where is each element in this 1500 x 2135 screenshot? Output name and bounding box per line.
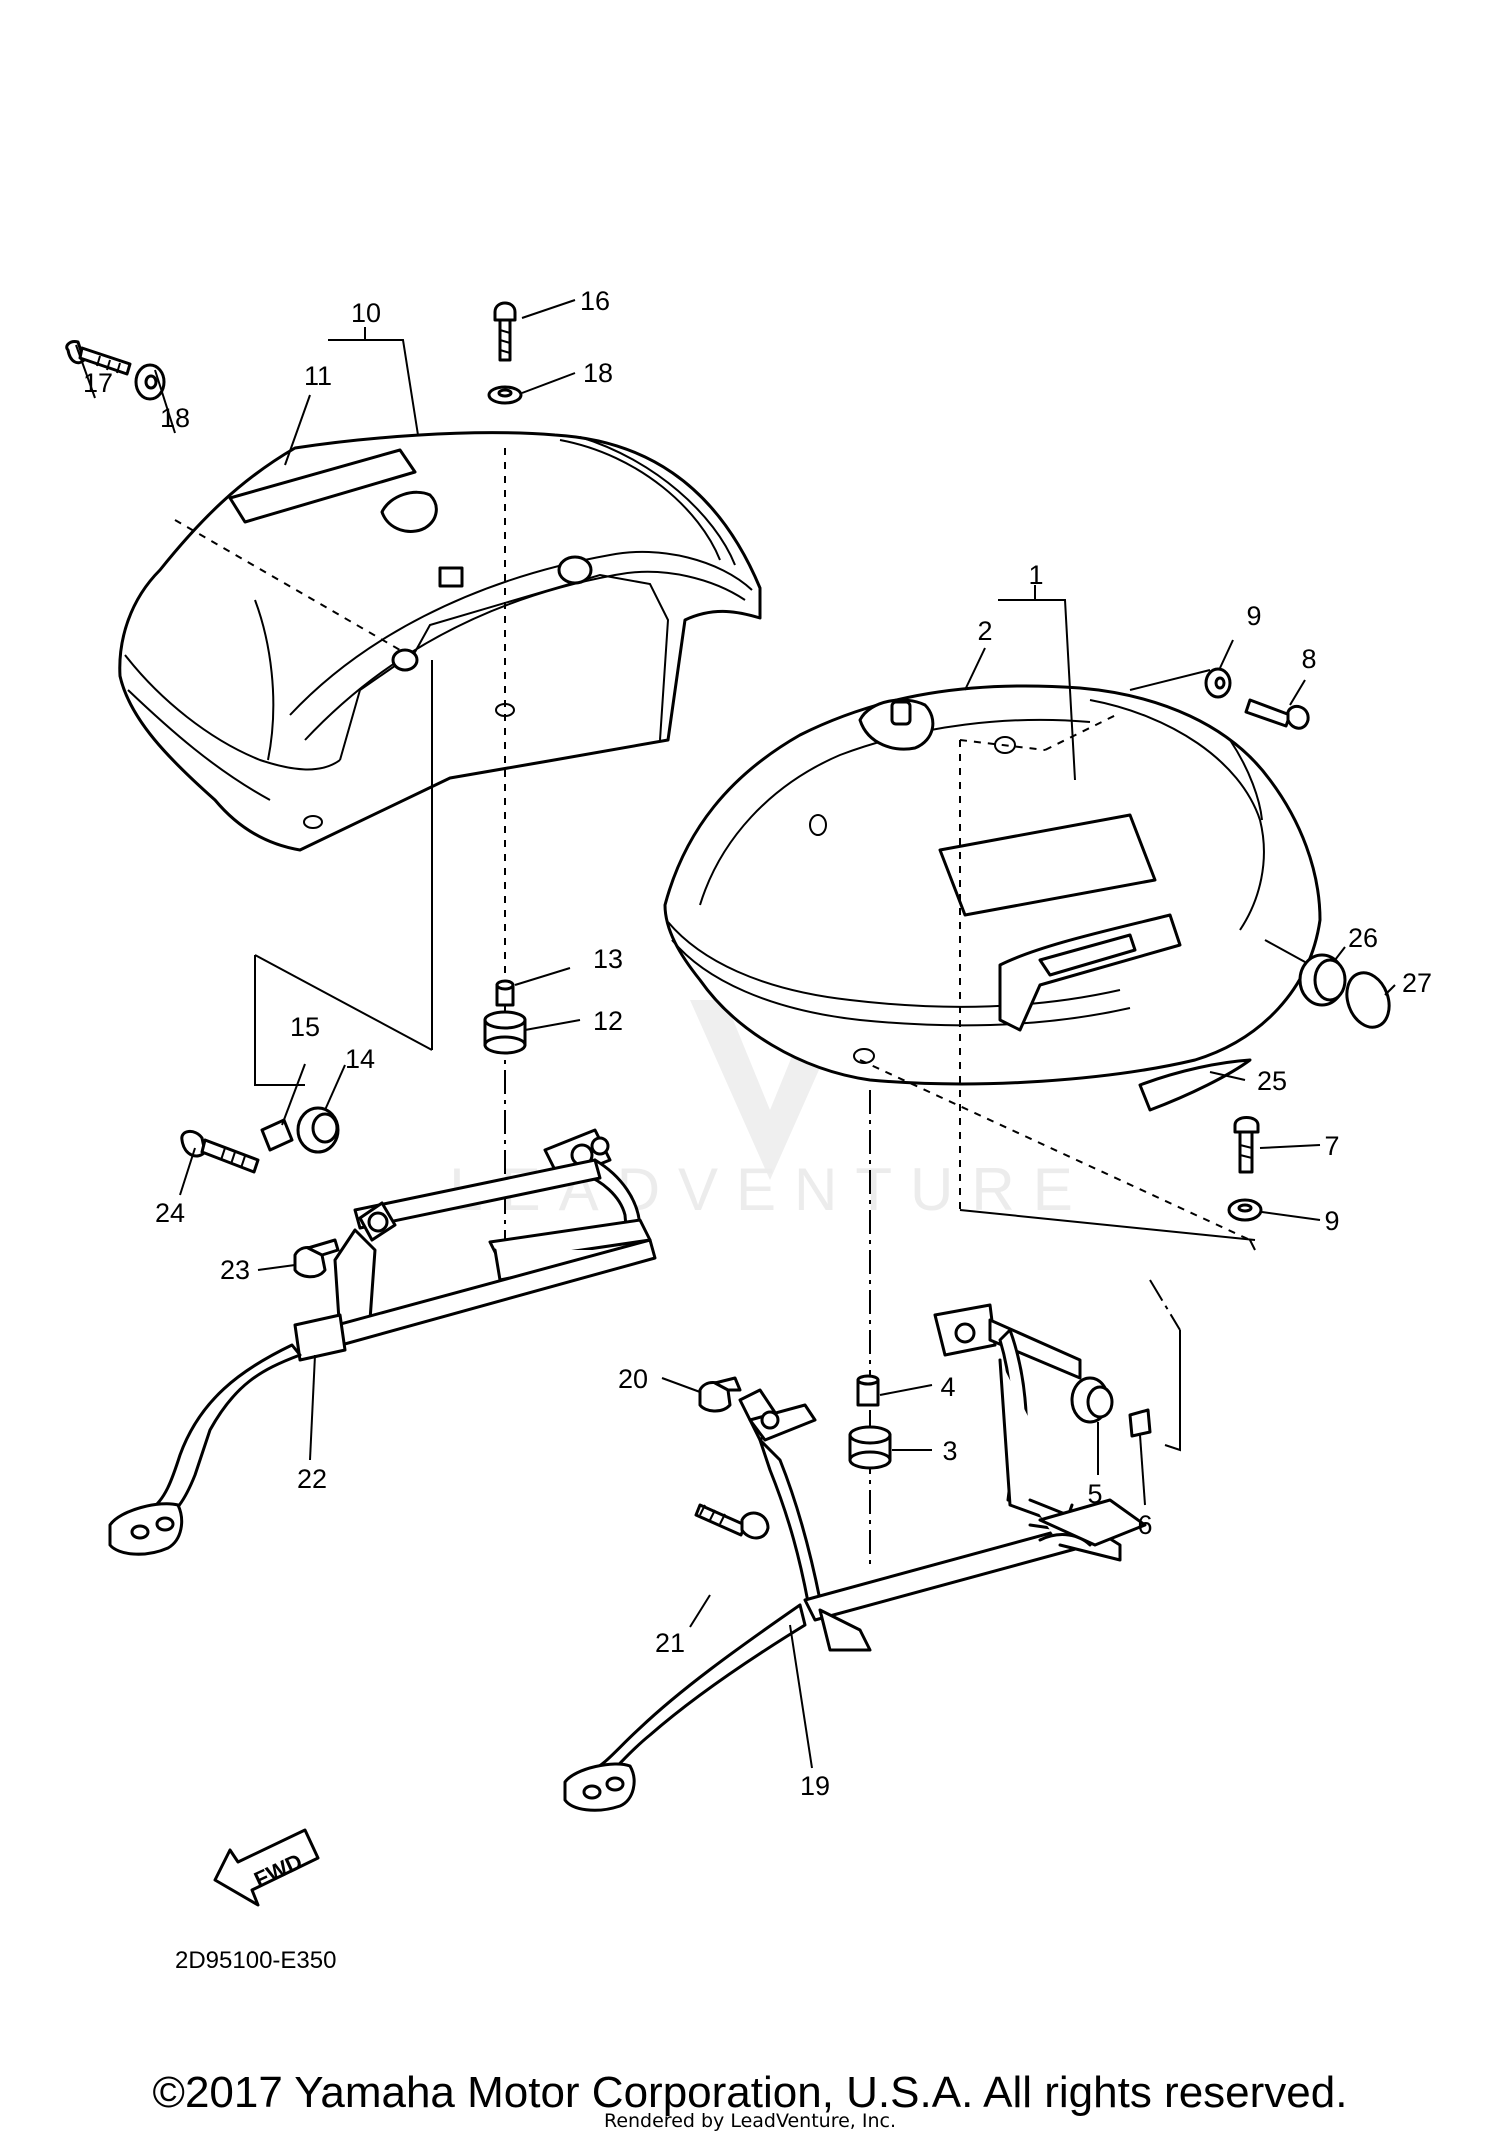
callout-27: 27 xyxy=(1402,968,1432,998)
callout-21: 21 xyxy=(655,1628,685,1658)
callout-labels: 1 2 3 4 5 6 7 8 9 9 10 11 12 13 14 15 16… xyxy=(83,286,1432,1801)
callout-5: 5 xyxy=(1087,1479,1102,1509)
copyright-notice: ©2017 Yamaha Motor Corporation, U.S.A. A… xyxy=(152,2068,1348,2117)
callout-25: 25 xyxy=(1257,1066,1287,1096)
alignment-lines xyxy=(174,448,1306,1570)
callout-24: 24 xyxy=(155,1198,185,1228)
callout-11: 11 xyxy=(304,361,332,391)
right-bracket xyxy=(563,1303,1147,1812)
callout-22: 22 xyxy=(297,1464,327,1494)
callout-13: 13 xyxy=(593,944,623,974)
callout-1: 1 xyxy=(1028,560,1043,590)
callout-3: 3 xyxy=(942,1436,957,1466)
callout-8: 8 xyxy=(1301,644,1316,674)
rendered-by-notice: Rendered by LeadVenture, Inc. xyxy=(603,2110,897,2132)
callout-19: 19 xyxy=(800,1771,830,1801)
leader-lines xyxy=(75,299,1396,1769)
left-bracket xyxy=(108,1128,657,1556)
callout-4: 4 xyxy=(940,1372,955,1402)
left-saddlebag-cover xyxy=(118,431,762,852)
callout-26: 26 xyxy=(1348,923,1378,953)
callout-15: 15 xyxy=(290,1012,320,1042)
callout-23: 23 xyxy=(220,1255,250,1285)
callout-10: 10 xyxy=(351,298,381,328)
callout-6: 6 xyxy=(1137,1510,1152,1540)
callout-9-upper: 9 xyxy=(1246,601,1261,631)
callout-2: 2 xyxy=(977,616,992,646)
callout-14: 14 xyxy=(345,1044,375,1074)
callout-12: 12 xyxy=(593,1006,623,1036)
callout-17: 17 xyxy=(83,368,113,398)
hardware-parts xyxy=(65,301,1391,1540)
callout-18-left: 18 xyxy=(160,403,190,433)
callout-9-lower: 9 xyxy=(1324,1206,1339,1236)
callout-7: 7 xyxy=(1324,1131,1339,1161)
callout-20: 20 xyxy=(618,1364,648,1394)
callout-16: 16 xyxy=(580,286,610,316)
part-code: 2D95100-E350 xyxy=(175,1947,336,1974)
right-saddlebag-cover xyxy=(663,684,1322,1086)
callout-18-top: 18 xyxy=(583,358,613,388)
forward-direction-arrow: FWD xyxy=(213,1828,320,1907)
